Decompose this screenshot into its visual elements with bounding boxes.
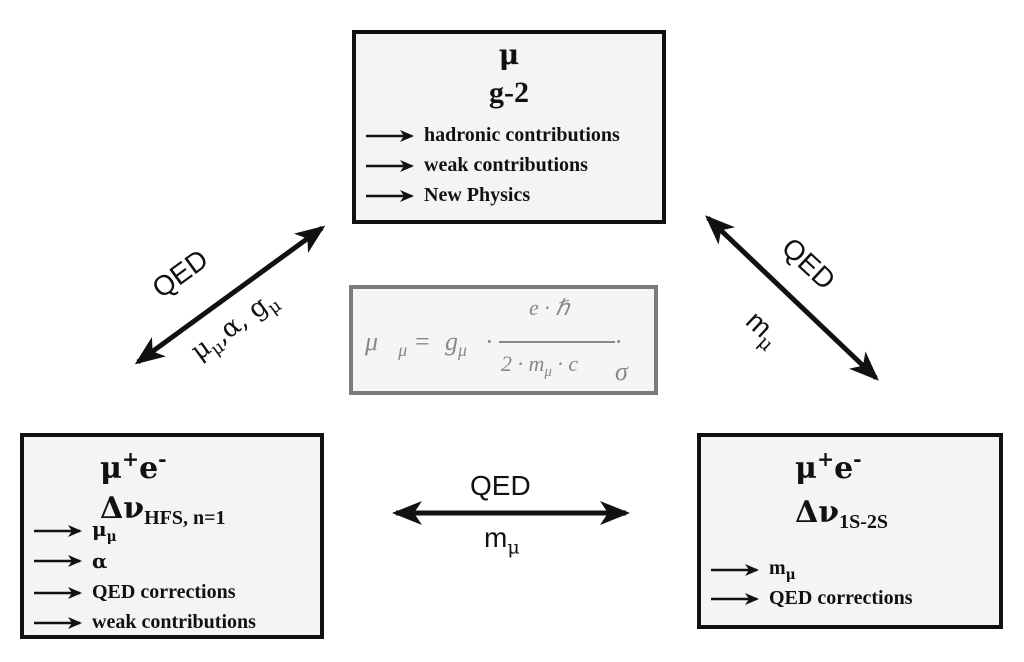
s12-box: μ+e- Δν1S-2S mμ QED corrections xyxy=(697,433,1003,629)
hfs-item-label: QED corrections xyxy=(92,581,236,603)
s12-item-qed: QED corrections xyxy=(709,587,913,610)
hfs-item-mmu: μμ xyxy=(32,517,117,545)
hfs-delta-nu: ΔνHFS, n=1 xyxy=(100,491,226,529)
hfs-atom: μ+e- xyxy=(100,447,167,487)
right-arrow-icon xyxy=(366,129,414,142)
right-arrow-icon xyxy=(711,592,759,605)
g2-symbol: μ xyxy=(498,38,520,71)
hfs-box: μ+e- ΔνHFS, n=1 μμ α QED corrections wea… xyxy=(20,433,324,639)
g2-box: μ g-2 hadronic contributions weak contri… xyxy=(352,30,666,224)
s12-item-label: QED corrections xyxy=(769,587,913,609)
s12-item-label: mμ xyxy=(769,557,796,583)
right-arrow-icon xyxy=(34,524,82,537)
left-diagonal-arrow xyxy=(134,225,326,365)
formula-dot: · xyxy=(485,327,494,356)
hfs-item-label: weak contributions xyxy=(92,611,256,633)
formula-box: μ⃗μ = gμ · e · ℏ 2 · mμ · c · σ⃗ xyxy=(349,285,658,395)
right-arrow-icon xyxy=(34,586,82,599)
g2-item-new-physics: New Physics xyxy=(364,184,530,207)
g2-item-hadronic: hadronic contributions xyxy=(364,124,620,147)
hfs-item-label: α xyxy=(92,549,108,573)
s12-atom: μ+e- xyxy=(795,447,862,487)
formula-g: gμ xyxy=(445,327,467,361)
formula-fraction-bar xyxy=(499,341,615,343)
hfs-item-alpha: α xyxy=(32,549,107,573)
hfs-item-label: μμ xyxy=(92,517,117,545)
hfs-item-weak: weak contributions xyxy=(32,611,256,634)
formula-numerator: e · ℏ xyxy=(529,295,570,320)
right-arrow-icon xyxy=(366,189,414,202)
g2-item-label: hadronic contributions xyxy=(424,124,620,146)
formula-equals: = xyxy=(415,327,430,356)
bottom-arrow-param-label: mμ xyxy=(484,522,520,559)
s12-item-mmu: mμ xyxy=(709,557,796,583)
g2-title: g-2 xyxy=(489,76,529,109)
hfs-item-qed: QED corrections xyxy=(32,581,236,604)
bottom-arrow-qed-label: QED xyxy=(470,470,531,501)
s12-delta-nu: Δν1S-2S xyxy=(795,495,888,533)
right-arrow-icon xyxy=(34,555,82,567)
right-arrow-icon xyxy=(711,563,759,576)
formula-mu: μ⃗μ xyxy=(365,327,408,361)
formula-sigma: · σ⃗ xyxy=(615,327,649,386)
right-diagonal-arrow xyxy=(705,215,879,381)
right-arrow-icon xyxy=(366,159,414,172)
right-arrow-icon xyxy=(34,616,82,629)
g2-item-label: weak contributions xyxy=(424,154,588,176)
formula-denominator: 2 · mμ · c xyxy=(501,351,579,381)
g2-item-label: New Physics xyxy=(424,184,531,206)
g2-item-weak: weak contributions xyxy=(364,154,588,177)
